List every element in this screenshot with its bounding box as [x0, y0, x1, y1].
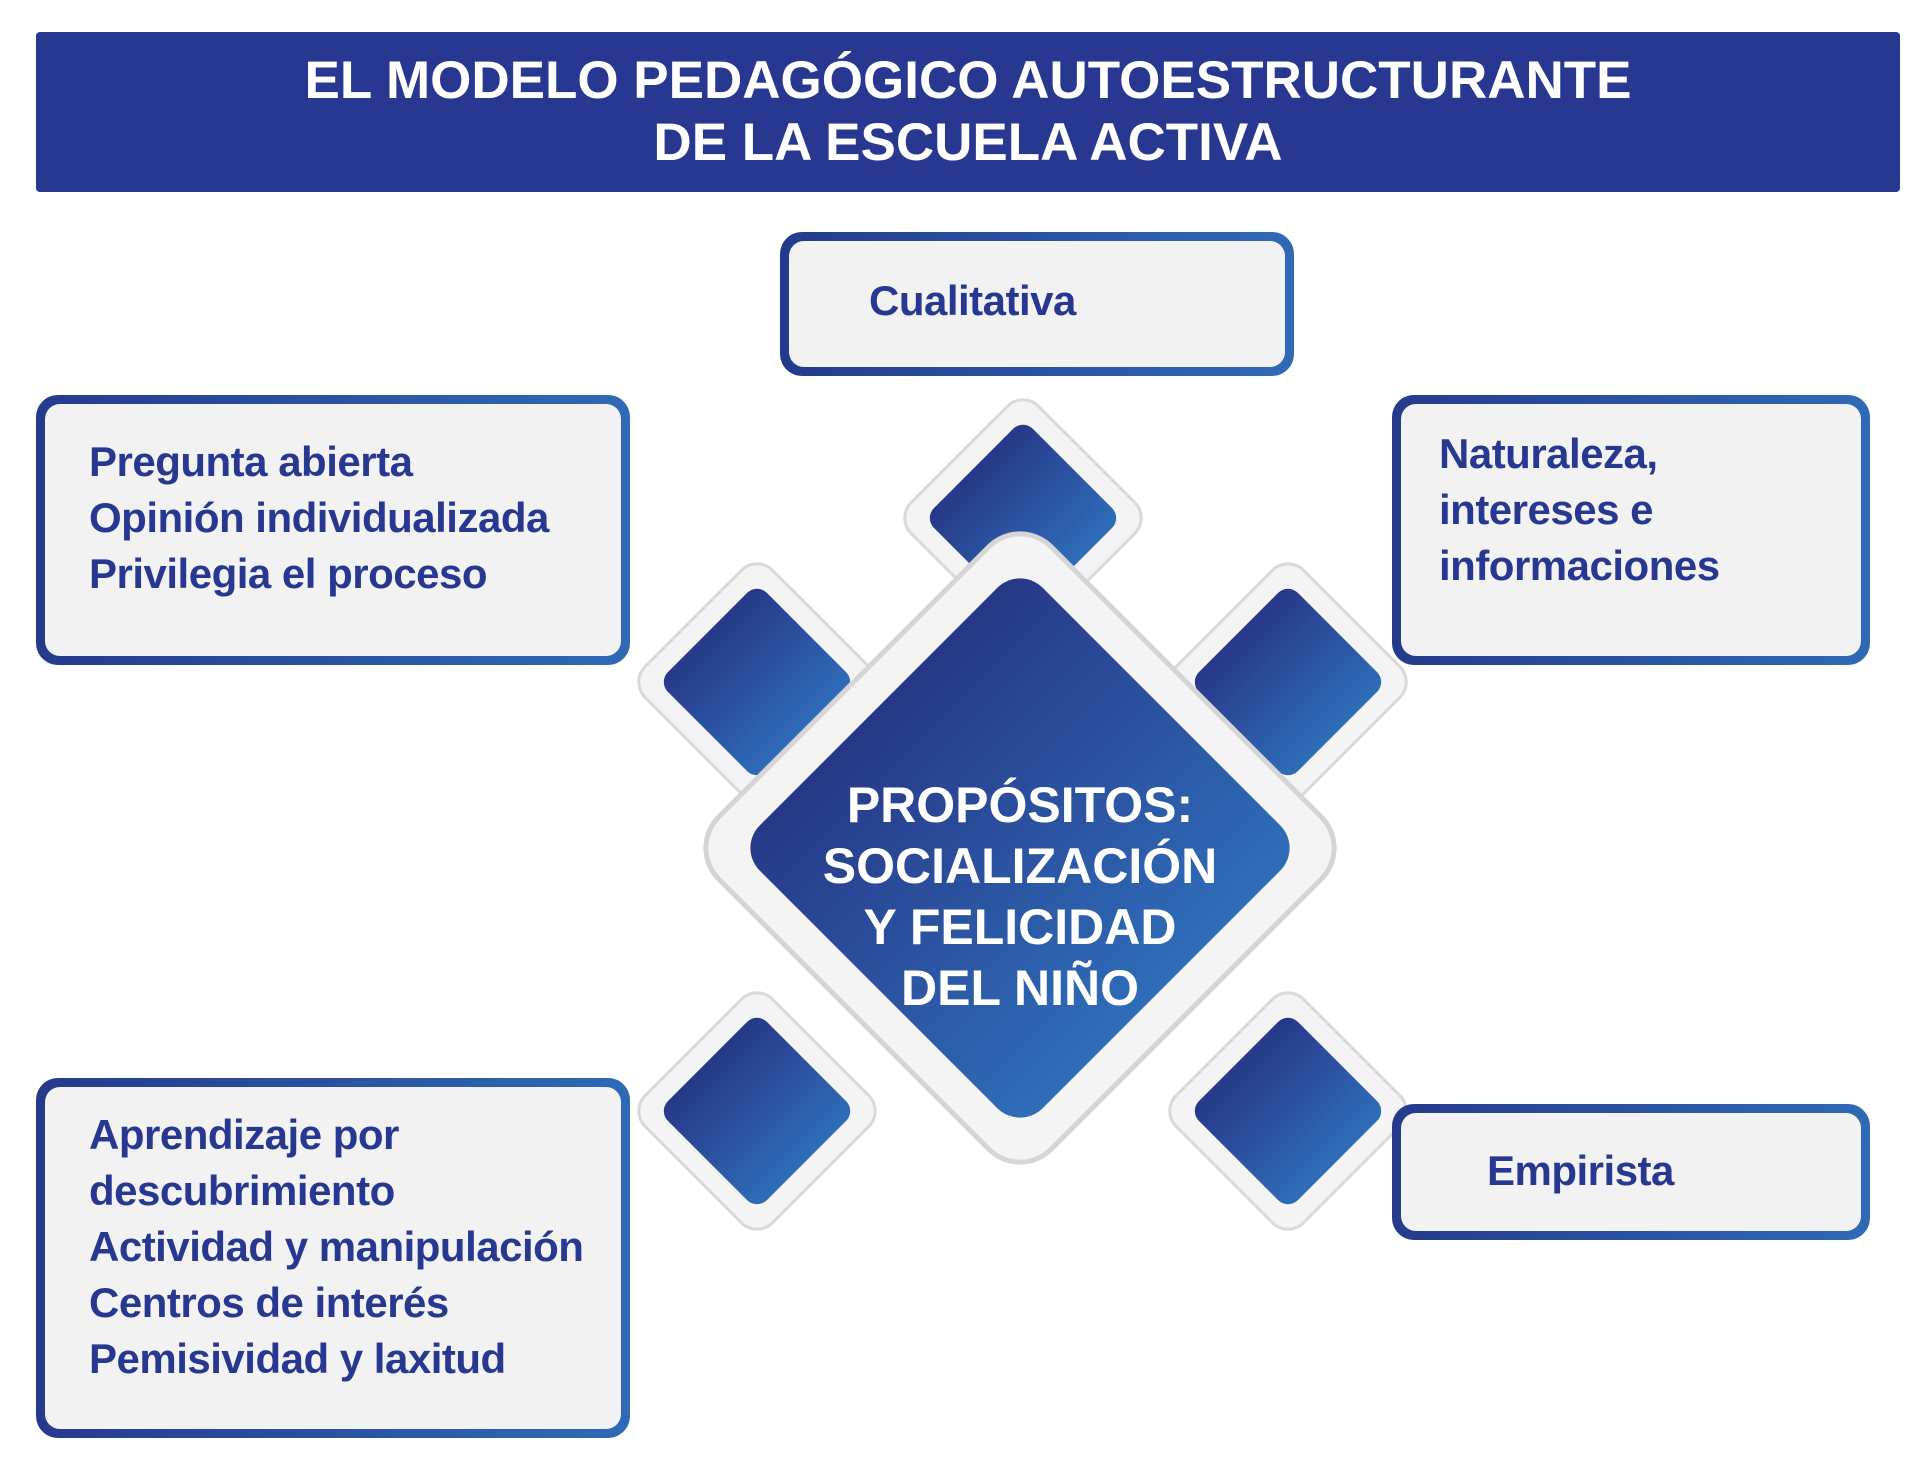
box-bottom-left-line-5: Pemisividad y laxitud [89, 1335, 506, 1382]
center-line-1: PROPÓSITOS: [846, 777, 1194, 833]
box-bottom-right: Empirista [1392, 1104, 1870, 1240]
box-bottom-left: Aprendizaje por descubrimiento Actividad… [36, 1078, 630, 1438]
box-top-right-line-2: intereses e [1439, 486, 1653, 533]
box-bottom-right-line-1: Empirista [1487, 1147, 1674, 1194]
box-top-left: Pregunta abierta Opinión individualizada… [36, 395, 630, 665]
satellite-diamond-lower-right [1168, 991, 1408, 1231]
title-banner: EL MODELO PEDAGÓGICO AUTOESTRUCTURANTE D… [36, 32, 1900, 192]
box-top-right-line-3: informaciones [1439, 542, 1720, 589]
satellite-diamond-lower-left [637, 991, 877, 1231]
box-bottom-left-line-2: descubrimiento [89, 1167, 395, 1214]
center-line-4: DEL NIÑO [901, 960, 1139, 1016]
box-top-left-line-3: Privilegia el proceso [89, 550, 488, 597]
box-top-left-line-1: Pregunta abierta [89, 438, 413, 485]
title-line-1: EL MODELO PEDAGÓGICO AUTOESTRUCTURANTE [304, 51, 1632, 110]
title-line-2: DE LA ESCUELA ACTIVA [653, 113, 1283, 172]
box-top-left-line-2: Opinión individualizada [89, 494, 549, 541]
box-top-line-1: Cualitativa [869, 277, 1076, 324]
box-top-right-line-1: Naturaleza, [1439, 430, 1658, 477]
center-line-2: SOCIALIZACIÓN [822, 838, 1218, 894]
box-bottom-left-line-4: Centros de interés [89, 1279, 449, 1326]
center-line-3: Y FELICIDAD [863, 899, 1177, 955]
box-bottom-left-line-1: Aprendizaje por [89, 1111, 399, 1158]
box-top: Cualitativa [780, 232, 1294, 376]
central-diamond [703, 531, 1337, 1165]
box-top-right: Naturaleza, intereses e informaciones [1392, 395, 1870, 665]
center-label: PROPÓSITOS: SOCIALIZACIÓN Y FELICIDAD DE… [770, 775, 1270, 1019]
box-bottom-left-line-3: Actividad y manipulación [89, 1223, 584, 1270]
